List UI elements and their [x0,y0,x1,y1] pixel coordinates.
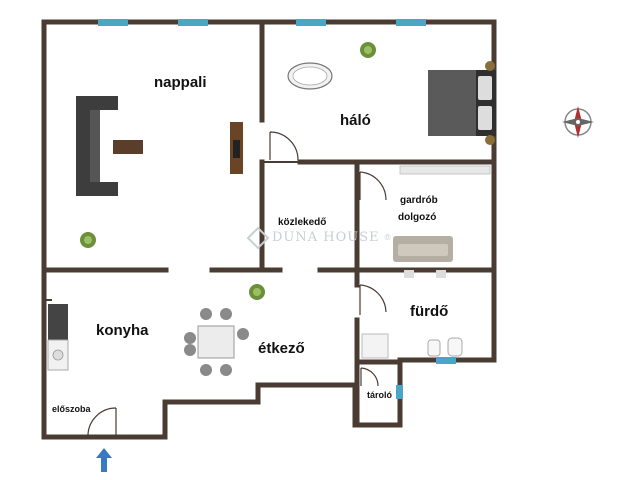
bed-pillow-1 [478,76,492,100]
tv-screen [233,140,240,158]
bathtub-inner [292,66,328,86]
sofa-seat [90,110,100,182]
plant-icon [249,284,265,300]
sofa-dolgozo [393,236,453,278]
bed-pillow-2 [478,106,492,130]
room-label-gardrob: gardrób [400,195,438,206]
sofa-back [76,96,90,196]
compass-icon [562,106,594,138]
plant-icon [80,232,96,248]
outer-wall [41,19,497,440]
chair-3 [200,364,212,376]
stool-1 [404,270,414,278]
dining-table [197,325,235,359]
sofa-dolgozo-seat [398,244,448,256]
chair-2 [220,308,232,320]
window-5 [436,357,456,364]
room-label-konyha: konyha [96,322,149,339]
inner-thin-walls [44,161,300,301]
window-4 [396,19,426,26]
nightstand-1 [485,61,495,71]
door-furdo [359,284,387,315]
bidet [427,339,441,357]
bed-blanket [428,70,476,136]
stool-2 [436,270,446,278]
door-entrance [87,407,117,438]
watermark: DUNA HOUSE® [272,230,393,245]
chair-4 [220,364,232,376]
watermark-registered: ® [383,233,393,242]
door-halo [269,131,299,161]
room-label-halo: háló [340,112,371,129]
room-label-kozlekedo: közlekedő [278,217,327,228]
bed [428,61,496,145]
watermark-text: DUNA HOUSE [272,230,380,245]
window-2 [178,19,208,26]
chair-1 [200,308,212,320]
dining-set [184,308,249,376]
sofa-nappali [76,96,118,196]
doors [87,131,387,438]
window-1 [98,19,128,26]
windows [98,19,456,399]
room-label-furdo: fürdő [410,303,449,320]
room-label-etkezo: étkező [258,340,305,357]
room-label-dolgozo: dolgozó [398,212,437,223]
sink-basin [52,349,64,361]
chair-6 [184,344,196,356]
room-label-eloszoba: előszoba [52,404,91,414]
walls [41,19,497,440]
room-label-tarolo: tároló [367,390,393,400]
toilet [447,337,463,357]
door-tarolo [360,367,379,387]
nightstand-2 [485,135,495,145]
duna-house-logo [246,226,270,250]
wardrobe-shelf [399,165,491,175]
window-6 [396,385,403,399]
stove [48,304,68,340]
room-label-nappali: nappali [154,74,207,91]
chair-5 [184,332,196,344]
shower [361,333,389,359]
sofa-bottom [76,182,118,196]
chair-7 [237,328,249,340]
window-3 [296,19,326,26]
coffee-table [113,140,143,154]
entrance-arrow-icon [96,448,112,472]
plant-icon [360,42,376,58]
sofa-top [76,96,118,110]
door-gardrob [359,171,387,201]
